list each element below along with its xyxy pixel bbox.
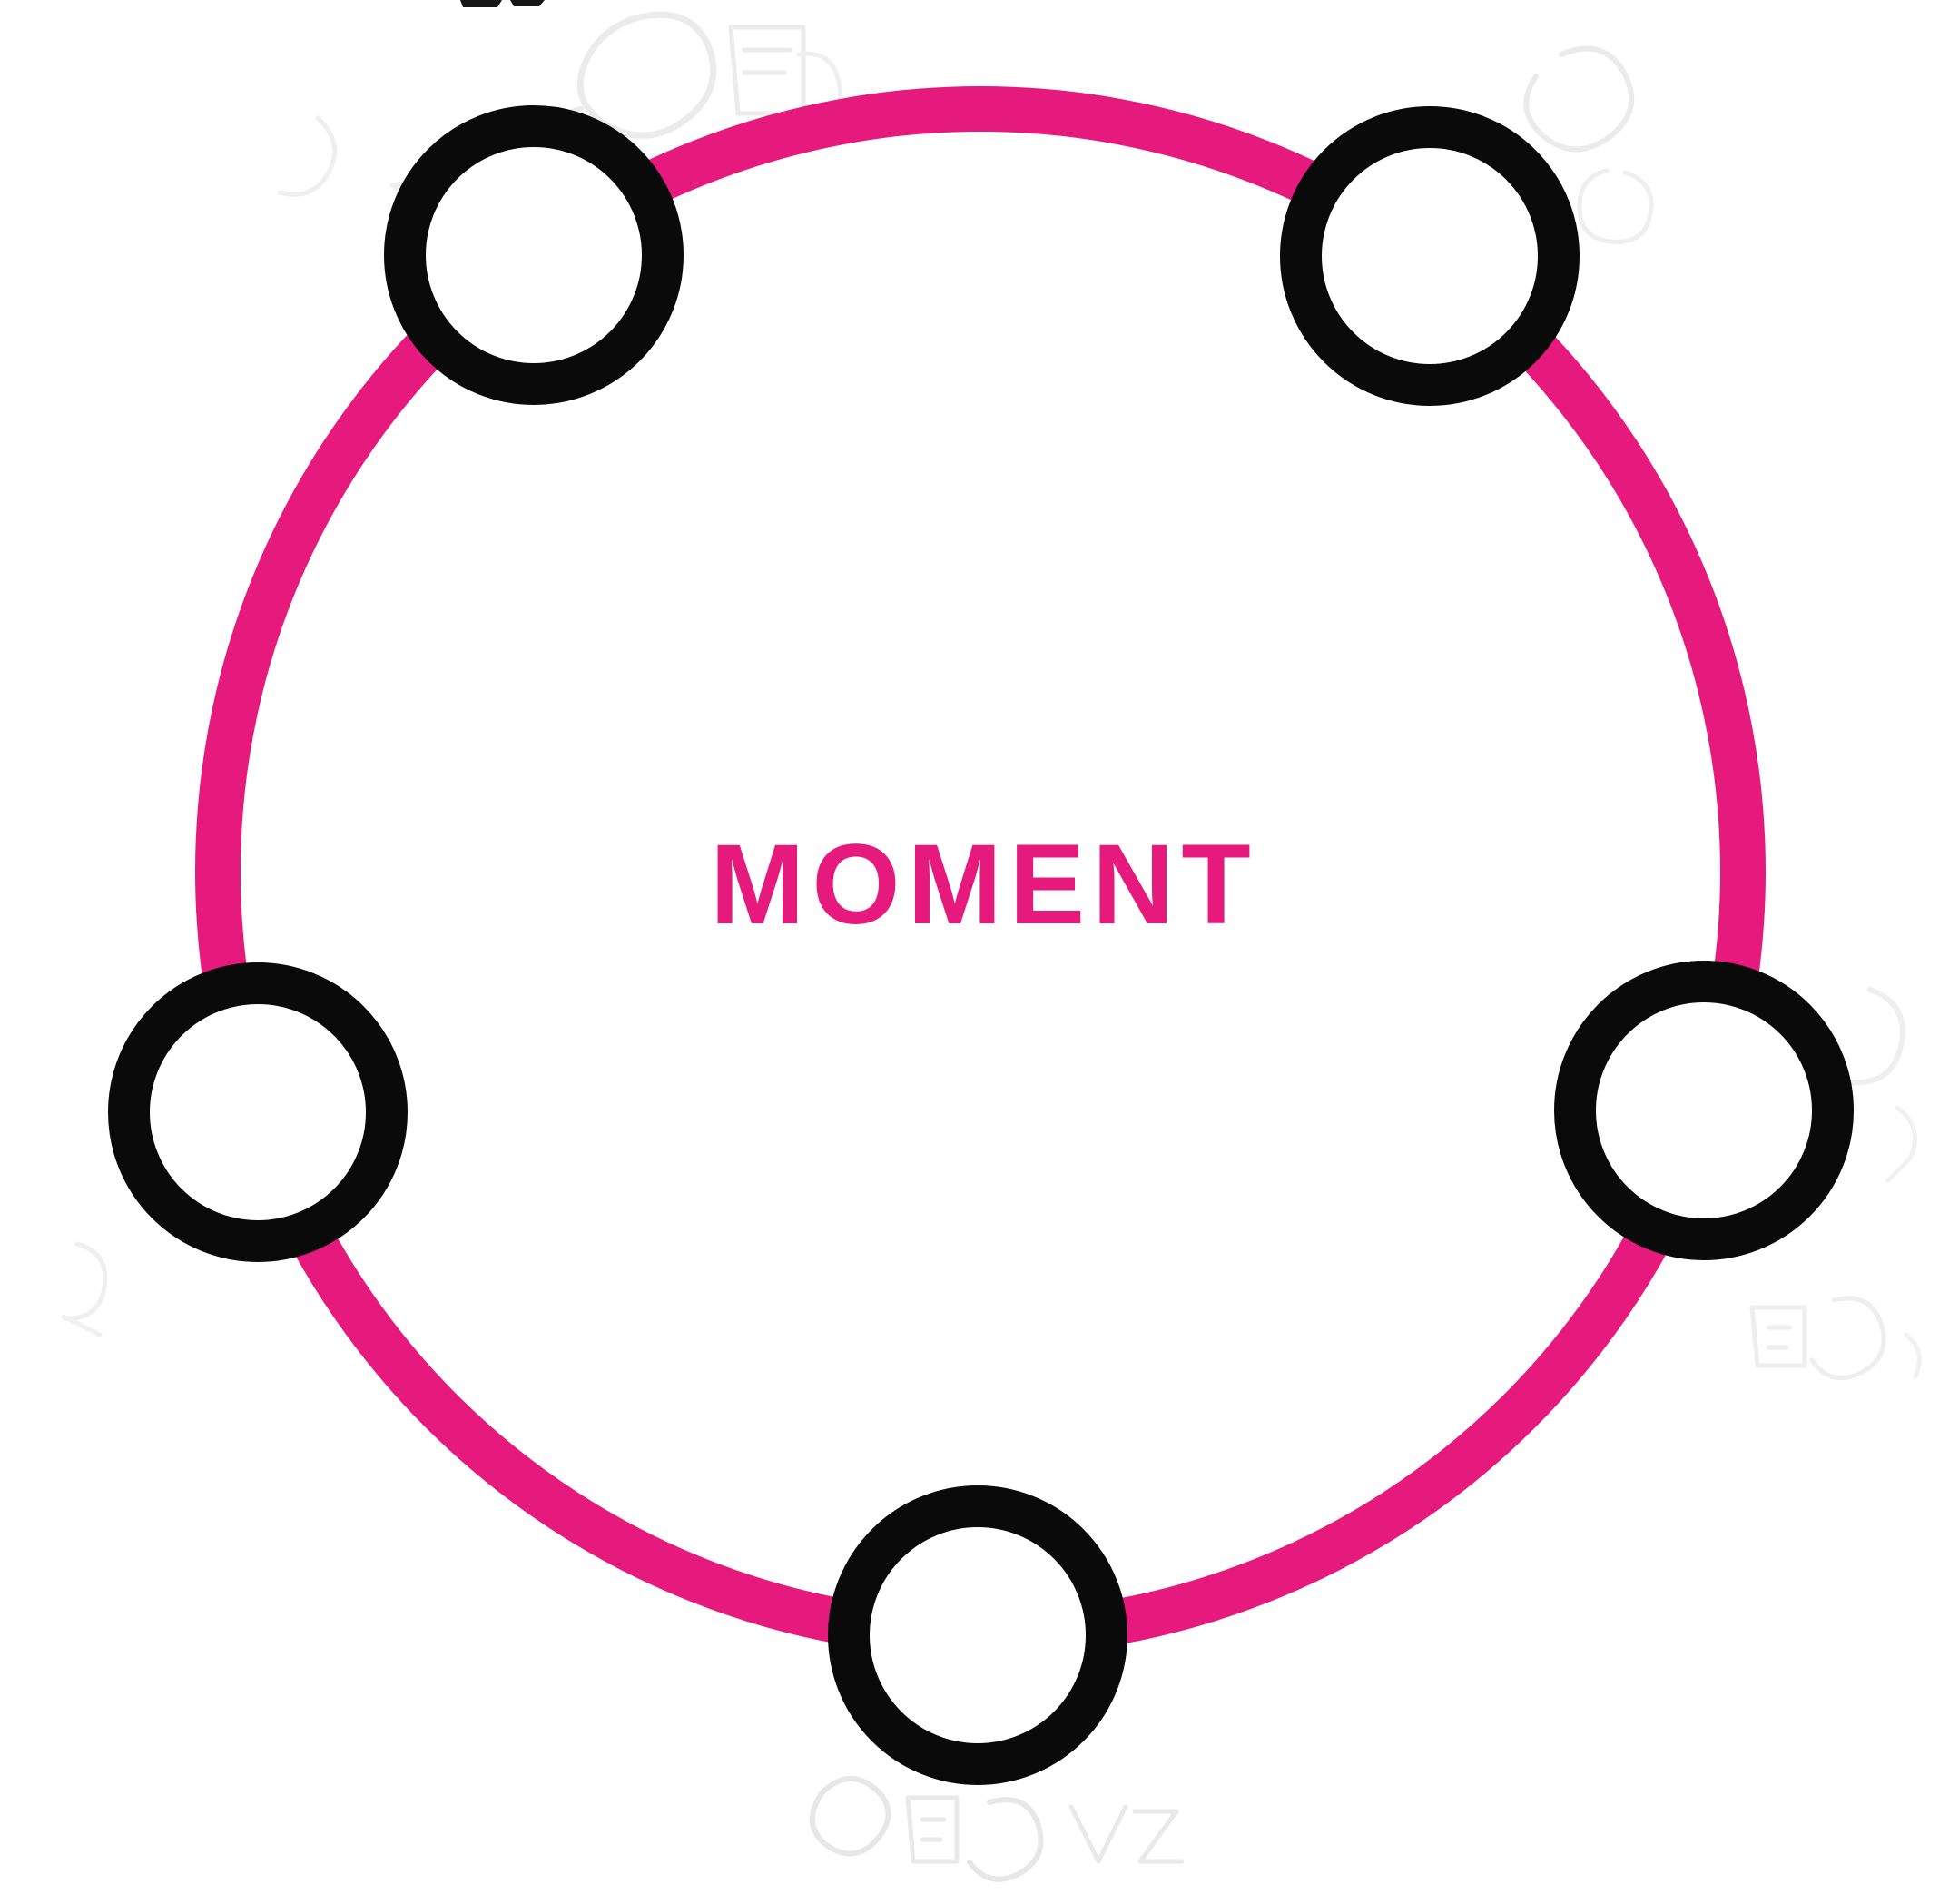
cycle-node-left — [108, 962, 408, 1262]
cycle-node-right — [1554, 961, 1854, 1260]
top-edge-speck — [460, 0, 545, 7]
cycle-node-top-right — [1280, 106, 1580, 406]
diagram-title: MOMENT — [710, 822, 1258, 948]
cycle-node-bottom — [828, 1485, 1127, 1785]
cycle-node-top-left — [384, 105, 684, 405]
cycle-nodes — [108, 105, 1854, 1785]
